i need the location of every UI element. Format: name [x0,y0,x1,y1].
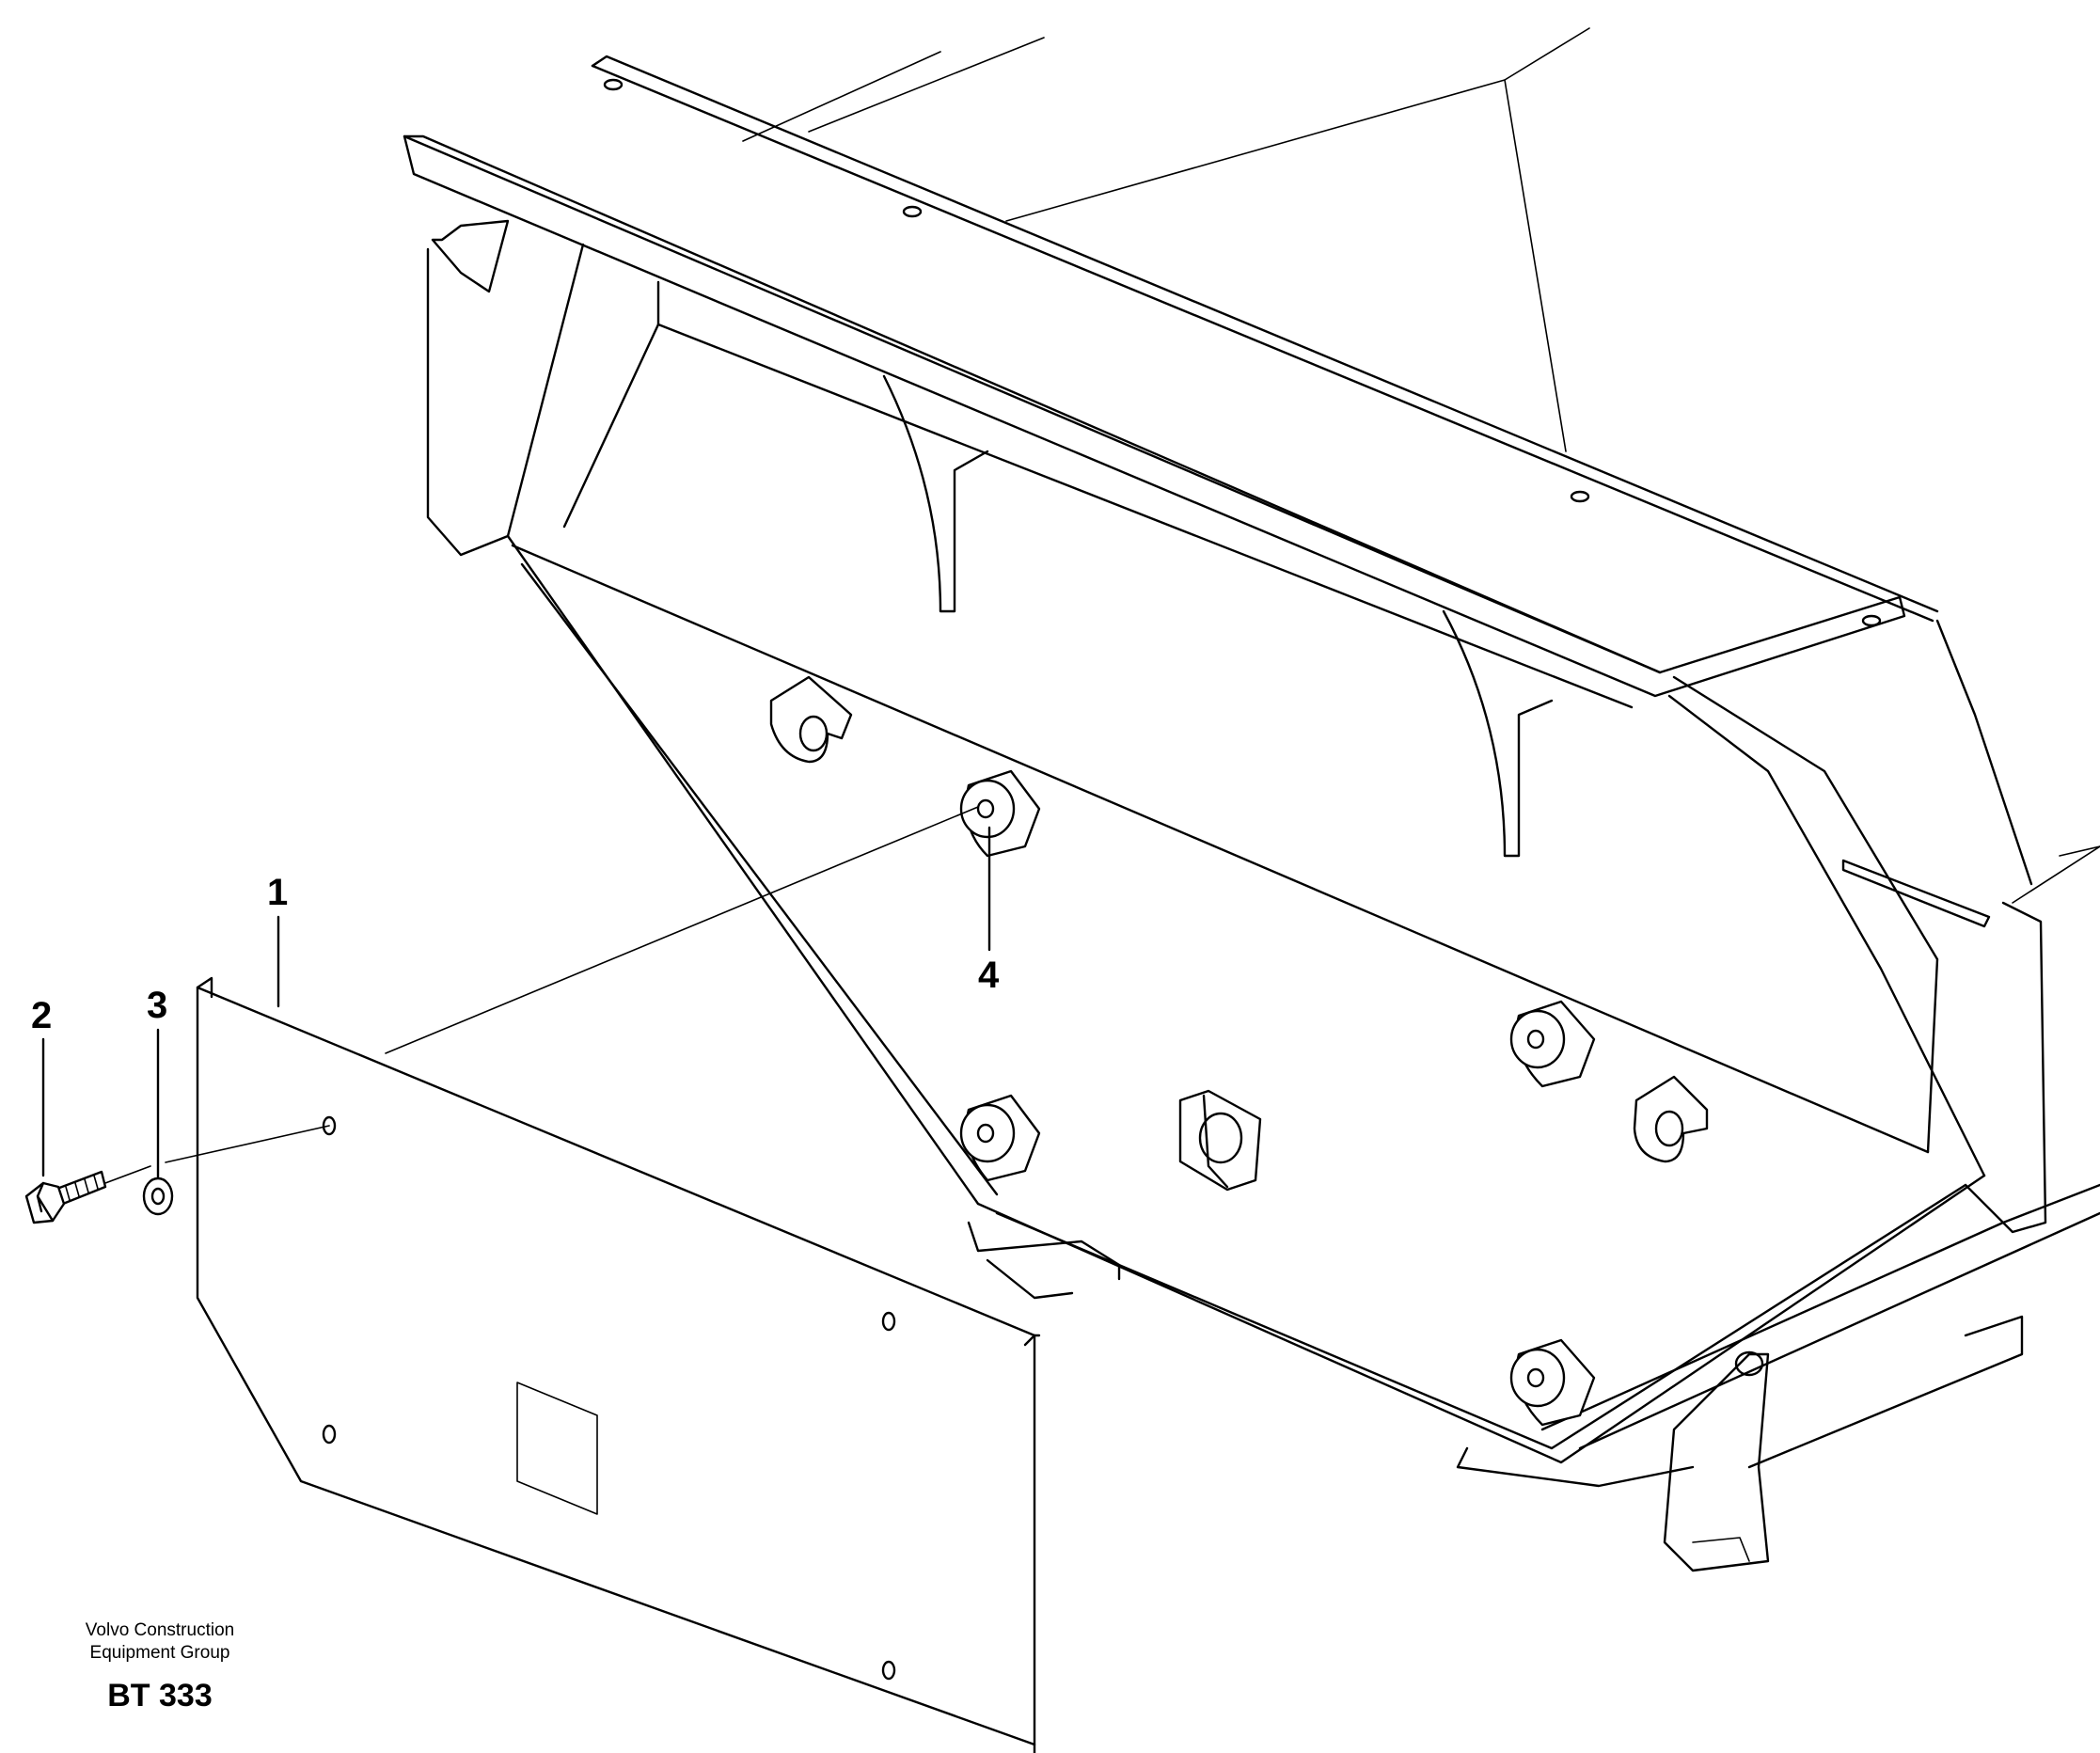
callout-4: 4 [978,955,1000,996]
callout-1: 1 [267,872,288,913]
assembly-lines [104,806,979,1184]
bolt [24,1170,107,1224]
damper-left-lower [959,1094,1041,1182]
washer [142,1177,174,1216]
dump-body [403,55,2047,1464]
damper-right-lower [1509,1338,1596,1427]
callout-leaders [41,826,991,1179]
publisher-line-1: Volvo Construction [85,1620,235,1640]
publisher-caption: Volvo Construction Equipment Group BT 33… [38,1619,282,1714]
callout-3: 3 [147,985,167,1026]
body-background-lines [742,27,2100,904]
rubber-dampers [959,769,1596,1427]
publisher-line-2: Equipment Group [89,1643,230,1663]
callout-2: 2 [31,995,52,1036]
cover-plate [196,976,1041,1753]
damper-top [959,769,1041,858]
figure-code: BT 333 [107,1678,213,1714]
damper-right-upper [1509,1000,1596,1088]
